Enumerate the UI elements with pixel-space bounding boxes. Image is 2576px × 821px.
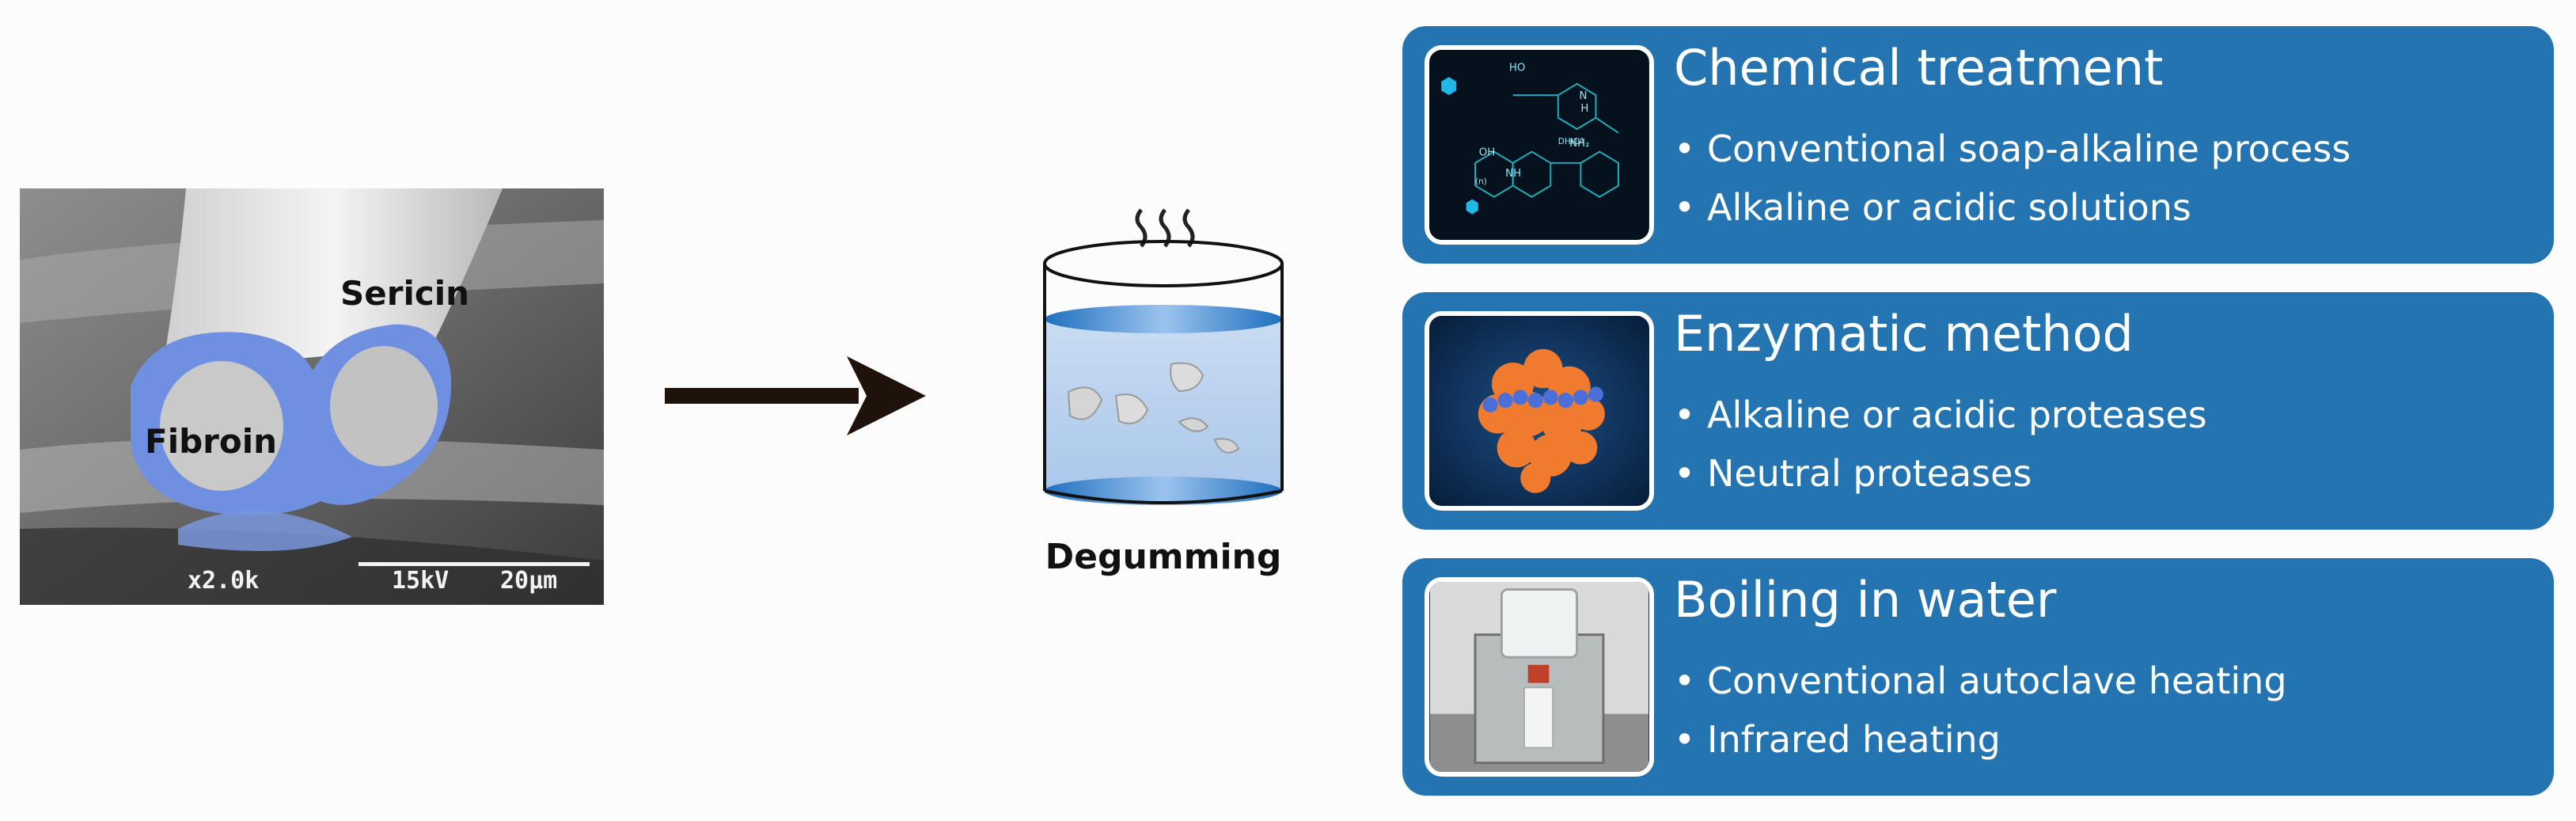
method-bullet: • Conventional soap-alkaline process (1674, 127, 2350, 170)
method-bullet: • Alkaline or acidic proteases (1674, 393, 2207, 436)
bullet-dot: • (1674, 393, 1696, 436)
method-panel-chemical: HO N H DHICA OH NH NH₂ (n) Chemical trea… (1402, 26, 2554, 264)
method-panel-boiling: Boiling in water • Conventional autoclave… (1402, 558, 2554, 796)
bullet-text: Infrared heating (1707, 718, 2001, 761)
text-dhica: DHICA (1558, 137, 1585, 146)
degumming-label: Degumming (1045, 537, 1282, 577)
text-n-paren: (n) (1475, 177, 1487, 187)
magnification-label: x2.0k (188, 567, 260, 595)
method-title: Chemical treatment (1674, 39, 2164, 97)
bullet-text: Alkaline or acidic solutions (1707, 186, 2191, 229)
text-ho: HO (1509, 63, 1526, 74)
degumming-beaker (1029, 202, 1298, 515)
bullet-dot: • (1674, 718, 1696, 761)
bullet-text: Conventional autoclave heating (1707, 659, 2287, 702)
bullet-dot: • (1674, 186, 1696, 229)
bullet-dot: • (1674, 659, 1696, 702)
bullet-dot: • (1674, 452, 1696, 495)
method-bullet: • Alkaline or acidic solutions (1674, 186, 2191, 229)
method-panel-enzymatic: Enzymatic method • Alkaline or acidic pro… (1402, 292, 2554, 530)
process-arrow (665, 340, 926, 451)
method-title: Enzymatic method (1674, 305, 2134, 363)
scale-bar (359, 562, 590, 566)
bullet-text: Conventional soap-alkaline process (1707, 127, 2351, 170)
method-bullet: • Neutral proteases (1674, 452, 2032, 495)
bullet-text: Neutral proteases (1707, 452, 2032, 495)
text-nh: NH (1505, 168, 1521, 180)
method-bullet: • Infrared heating (1674, 718, 2001, 761)
enzyme-protein-image (1425, 311, 1654, 511)
text-nh2: NH₂ (1569, 138, 1589, 150)
method-bullet: • Conventional autoclave heating (1674, 659, 2287, 702)
text-oh: OH (1479, 146, 1496, 158)
scale-bar-label: 20µm (500, 567, 558, 595)
fibroin-label: Fibroin (145, 422, 278, 461)
method-title: Boiling in water (1674, 571, 2057, 629)
text-h: H (1580, 103, 1588, 115)
sericin-label: Sericin (340, 274, 470, 313)
sem-micrograph: Sericin Fibroin x2.0k 15kV 20µm (20, 188, 604, 605)
bullet-text: Alkaline or acidic proteases (1707, 393, 2207, 436)
bullet-dot: • (1674, 127, 1696, 170)
chemical-structure-image: HO N H DHICA OH NH NH₂ (n) (1425, 45, 1654, 245)
text-n: N (1579, 90, 1587, 102)
boiling-apparatus-photo (1425, 577, 1654, 777)
voltage-label: 15kV (392, 567, 450, 595)
